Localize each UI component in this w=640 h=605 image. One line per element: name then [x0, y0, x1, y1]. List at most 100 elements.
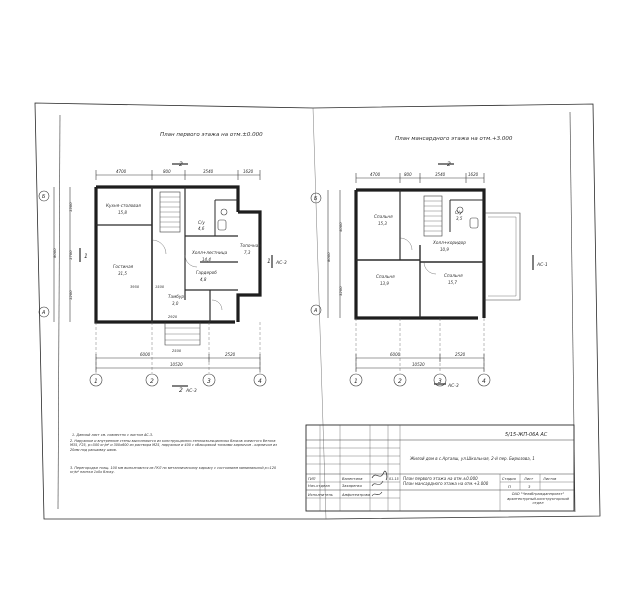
tb-project: Жилой дом в с.Аргаяш, ул.Школьная, 2-й п… — [409, 456, 535, 461]
plan2-dim-top: 1620 — [468, 172, 479, 177]
plan2-room-area: 15,3 — [378, 221, 387, 226]
plan1-dim-top: 800 — [163, 169, 171, 174]
plan1-axis-label: 1 — [94, 378, 98, 385]
plan2-dim-ticks-top — [355, 173, 485, 183]
plan2-axis-label: 4 — [482, 378, 486, 385]
plan1-wall-east — [236, 210, 262, 322]
tb-role: Нач.отдела — [308, 484, 330, 488]
plan1-stair — [159, 191, 181, 233]
tb-person: Валентина — [342, 477, 363, 481]
plan2-dim-side: 8000 — [326, 252, 331, 262]
plan1-porch-steps — [165, 327, 200, 341]
tb-sheets-header: Листов — [542, 477, 556, 481]
plan2-axis-bubble — [393, 373, 407, 387]
plan1-axis-label: 3 — [207, 378, 211, 385]
plan1-bath-wall — [214, 199, 238, 236]
plan2-balcony — [484, 212, 521, 301]
plan1-room-name: Холл+лестница — [191, 250, 228, 255]
tb-person: Амфитеатрова — [341, 493, 370, 497]
plan2-axis-bubble — [433, 373, 447, 387]
plan1-wall-north — [96, 185, 240, 212]
plan1-door-arc-3 — [211, 299, 223, 311]
signature-mark — [371, 491, 383, 497]
plan1-room-area: 14,4 — [202, 257, 211, 262]
plan1-dim-top: 1620 — [243, 169, 254, 174]
plan2-axis-bubble — [310, 304, 322, 316]
plan2-door-arc-2 — [423, 261, 437, 275]
title-block: 5/15-ЖП-06А АС Жилой дом в с.Аргаяш, ул.… — [305, 424, 575, 512]
notes: 1. Данный лист см. совместно с листом АС… — [70, 433, 277, 474]
plan1-dim-side: 1700 — [68, 250, 73, 260]
plan1-section-right: АС-3 — [275, 260, 287, 266]
tb-stage-header: Стадия — [502, 477, 517, 481]
plan1-room-name: Гардероб — [196, 270, 217, 275]
plan1-dim-top: 4700 — [116, 169, 127, 174]
tb-sheet-value: 3 — [528, 484, 531, 489]
plan1-dim-inner: 2500 — [172, 349, 182, 353]
plan1-dimline-bottom — [96, 357, 260, 369]
plan2-room-name: Спальня — [444, 273, 463, 278]
plan1-cut-label: 2 — [179, 387, 183, 394]
plan2-door-arc-1 — [399, 237, 413, 251]
plan2-room-area: 15,7 — [448, 280, 457, 285]
plan1-toilet-icon — [217, 219, 227, 231]
plan2-axis-label: 2 — [398, 378, 402, 385]
plan1-sink-icon — [220, 208, 228, 216]
plan1-axis-bubble — [38, 306, 50, 318]
frame-left — [57, 114, 61, 510]
plan2-room-area: 3,5 — [456, 216, 463, 221]
title-block-cols — [319, 425, 401, 511]
plan2-room-name: Спальня — [376, 274, 395, 279]
plan1-room-name: Гостиная — [113, 264, 134, 269]
plan1-axis-bubble — [253, 373, 267, 387]
plan2-bath-wall — [449, 199, 484, 232]
plan1-axis-lines — [95, 322, 261, 373]
plan2-axis-bubble — [310, 192, 322, 204]
plan2-dim-top: 4700 — [370, 172, 381, 177]
plan2-dim-total: 10520 — [412, 362, 425, 367]
plan2-axis-label: 3 — [438, 378, 442, 385]
note-1: 1. Данный лист см. совместно с листом АС… — [72, 433, 153, 437]
plan1-dim-inner: 3950 — [130, 285, 140, 289]
plan2-axis-label: Б — [314, 196, 318, 202]
plan2-dim-side: 4000 — [338, 222, 343, 232]
plan1-porch — [164, 322, 201, 346]
plan1-door-arc-1 — [151, 239, 167, 255]
plan2-room-name: Холл+коридор — [432, 240, 466, 245]
plan2-axis-lines — [355, 318, 485, 373]
plan1-axis-bubble — [38, 190, 50, 202]
plan1-room-area: 31,5 — [118, 271, 127, 276]
plan1-axis-label: 2 — [150, 378, 154, 385]
tb-sheet-name: План первого этажа на отм.±0.000 План ма… — [403, 476, 489, 487]
plan2-section-right: АС-1 — [536, 262, 548, 268]
plan2-axis-label: А — [313, 308, 318, 314]
tb-sheet-name-box: План первого этажа на отм.±0.000 План ма… — [403, 476, 489, 487]
plan1-axis-bubble — [89, 373, 103, 387]
plan1-cut-label: 1 — [84, 253, 88, 260]
plan1-cut-label: 1 — [267, 258, 271, 265]
tb-date: 01.15 — [389, 477, 399, 481]
tb-role: ГИП — [308, 477, 316, 481]
plan1-room-name: Кухня-столовая — [106, 203, 141, 208]
plan1-title: План первого этажа на отм.±0.000 — [160, 132, 263, 138]
signature-mark — [371, 480, 384, 487]
plan2-dimline-left — [327, 190, 341, 318]
plan1-dim-side: 1200 — [68, 290, 73, 300]
plan1-dimline-left — [53, 187, 71, 322]
plan1-room-name: Тамбур — [168, 294, 184, 299]
plan1-dim-ticks-top — [95, 170, 261, 180]
plan1-axis-label: А — [41, 310, 46, 316]
plan1-dim-inner: 1500 — [155, 285, 165, 289]
plan2-stair — [423, 195, 443, 237]
plan2-dim-top: 3540 — [435, 172, 446, 177]
plan1-dim-side: 8000 — [52, 248, 57, 258]
plan1-door-arc-2 — [184, 254, 198, 268]
plan1-room-name: Топочная — [240, 243, 261, 248]
note-2-box: 2. Наружные и внутренние стены выполняют… — [70, 439, 277, 452]
tb-org: ОАО "Челябгражданпроект" архитектурный-к… — [507, 492, 569, 506]
plan2: Спальня 15,3 Холл+коридор 10,9 С/у 3,5 С… — [310, 161, 548, 389]
plan1-axis-bubble — [145, 373, 159, 387]
plan1-dim-inner: 2920 — [168, 315, 178, 319]
